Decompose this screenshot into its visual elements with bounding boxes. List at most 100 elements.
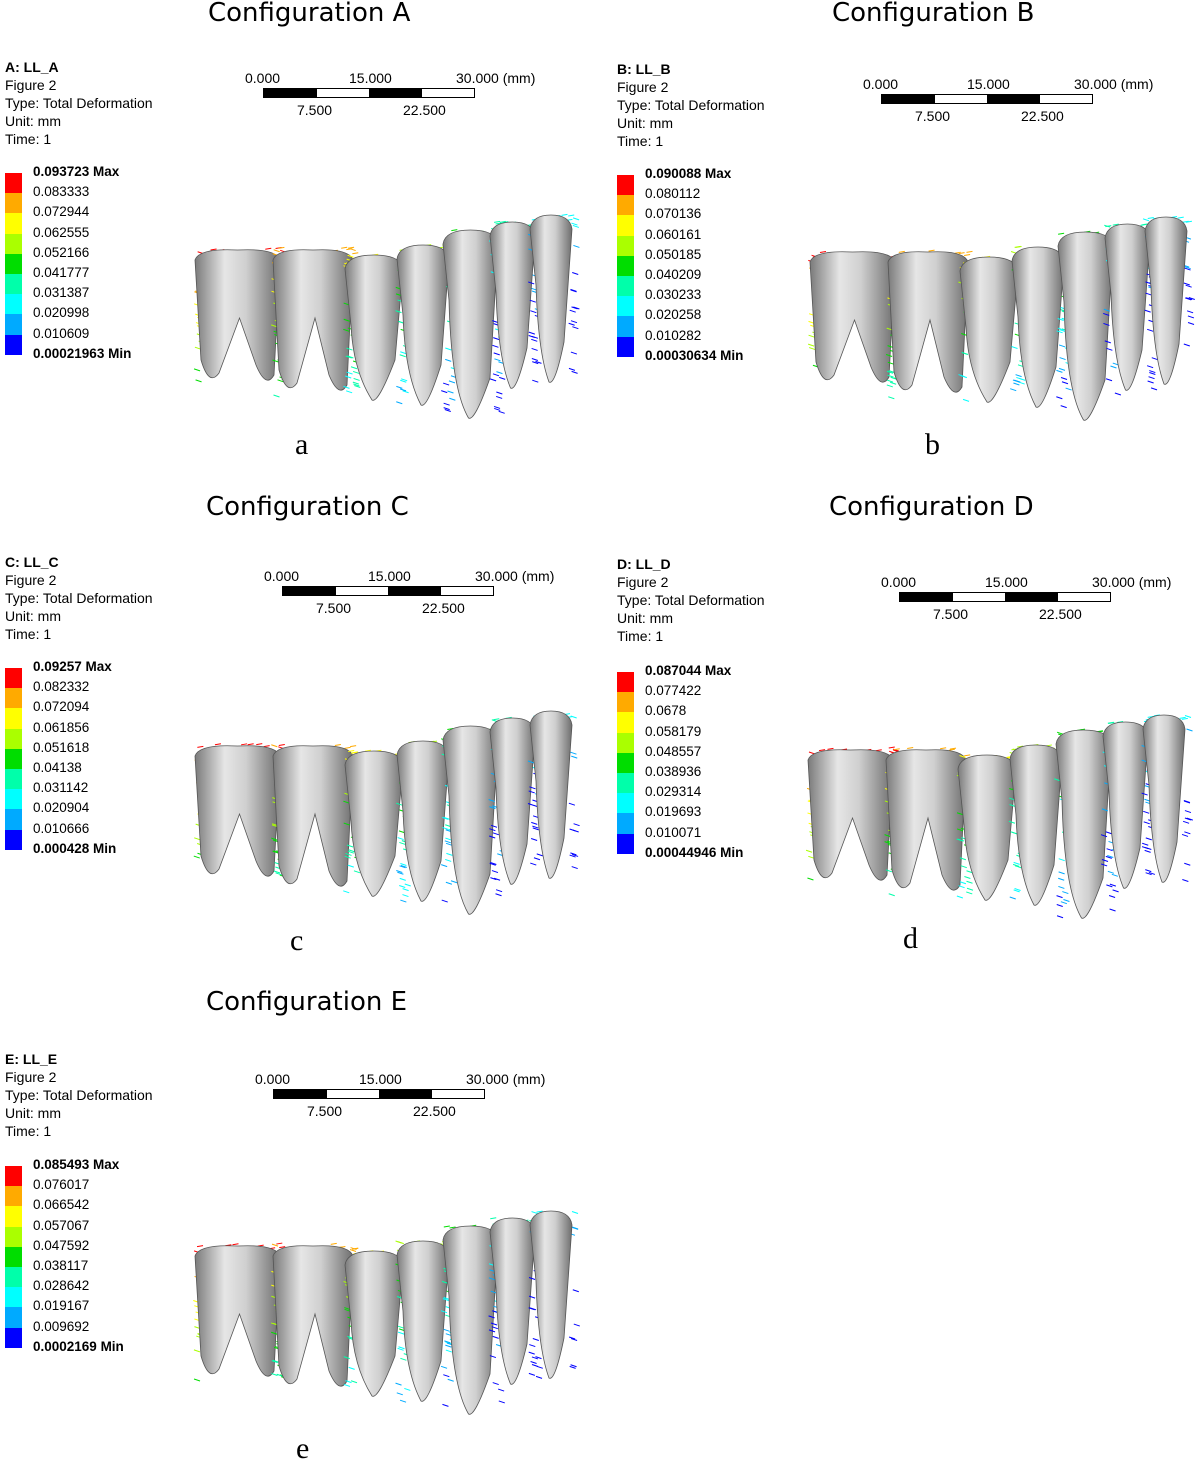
- deformation-arrow: [445, 858, 452, 862]
- deformation-arrow: [491, 870, 499, 874]
- legend-swatch: [617, 752, 634, 773]
- legend-swatch: [617, 175, 634, 196]
- deformation-arrow: [1013, 861, 1020, 865]
- legend-swatch: [5, 314, 22, 335]
- deformation-arrow: [492, 1382, 499, 1386]
- scale-segment: [379, 1090, 432, 1098]
- legend-swatch: [617, 215, 634, 236]
- deformation-arrow: [532, 379, 539, 383]
- legend-value: 0.090088 Max: [645, 166, 732, 181]
- deformation-arrow: [1009, 896, 1016, 900]
- legend-swatch: [5, 1186, 22, 1207]
- deformation-arrow: [531, 1211, 538, 1215]
- deformation-arrow: [247, 743, 254, 746]
- deformation-arrow: [489, 806, 496, 810]
- deformation-arrow: [531, 1356, 539, 1360]
- legend-value: 0.066542: [33, 1197, 90, 1213]
- deformation-arrow: [350, 1380, 358, 1384]
- deformation-arrow: [1149, 370, 1156, 374]
- deformation-arrow: [573, 823, 580, 827]
- deformation-arrow: [345, 1380, 352, 1384]
- deformation-arrow: [531, 338, 538, 342]
- deformation-arrow: [1111, 873, 1118, 877]
- tooth: [1009, 744, 1063, 906]
- deformation-arrow: [496, 371, 503, 375]
- deformation-arrow: [275, 872, 282, 876]
- deformation-arrow: [330, 1242, 337, 1245]
- tooth: [442, 1225, 499, 1415]
- legend-swatch: [617, 255, 634, 276]
- deformation-arrow: [1057, 318, 1064, 321]
- deformation-arrow: [884, 841, 891, 845]
- deformation-arrow: [568, 1336, 576, 1340]
- tooth: [442, 229, 499, 419]
- teeth-model: [805, 714, 1193, 919]
- deformation-arrow: [890, 376, 897, 380]
- deformation-arrow: [1148, 376, 1155, 380]
- legend-swatch: [5, 1266, 22, 1288]
- deformation-arrow: [956, 895, 964, 899]
- tooth: [396, 244, 450, 406]
- teeth-model: [193, 710, 580, 915]
- deformation-arrow: [1112, 889, 1119, 893]
- tooth: [272, 249, 354, 391]
- deformation-arrow: [1182, 220, 1189, 223]
- legend-value: 0.09257 Max: [33, 659, 112, 674]
- deformation-arrow: [569, 828, 576, 832]
- deformation-arrow: [353, 377, 360, 381]
- deformation-arrow: [966, 250, 973, 253]
- deformation-arrow: [450, 880, 458, 884]
- deformation-arrow: [1142, 842, 1149, 846]
- deformation-arrow: [1107, 870, 1114, 874]
- legend-swatch: [5, 809, 22, 830]
- deformation-arrow: [568, 367, 576, 371]
- legend-value: 0.04138: [33, 759, 82, 775]
- scale-segment: [987, 95, 1040, 103]
- scale-bar-segments: [263, 88, 475, 98]
- teeth-model: [193, 213, 580, 419]
- deformation-arrow: [210, 248, 217, 251]
- legend-value: 0.085493 Max: [33, 1157, 120, 1172]
- deformation-arrow: [1182, 878, 1189, 882]
- legend-value: 0.028642: [33, 1278, 90, 1294]
- deformation-arrow: [279, 1246, 286, 1249]
- scale-label: 15.000: [967, 76, 1010, 92]
- deformation-arrow: [532, 825, 539, 829]
- deformation-arrow: [528, 1372, 536, 1376]
- legend-value: 0.020904: [33, 800, 90, 816]
- deformation-arrow: [350, 745, 357, 748]
- deformation-arrow: [348, 849, 355, 853]
- deformation-arrow: [493, 352, 500, 356]
- deformation-arrow: [570, 1364, 577, 1368]
- deformation-arrow: [531, 1364, 539, 1367]
- scale-segment: [1005, 593, 1058, 601]
- scale-bar-segments: [282, 586, 494, 596]
- deformation-arrow: [1014, 888, 1021, 891]
- deformation-arrow: [1062, 891, 1069, 895]
- deformation-arrow: [966, 880, 973, 884]
- legend-value: 0.038936: [645, 763, 702, 779]
- panel-letter: b: [925, 428, 940, 461]
- deformation-arrow: [528, 1276, 536, 1280]
- scale-label: 0.000: [255, 1071, 291, 1087]
- deformation-arrow: [819, 250, 827, 253]
- tooth: [272, 745, 354, 887]
- deformation-arrow: [1150, 387, 1158, 391]
- deformation-arrow: [1105, 855, 1112, 859]
- deformation-arrow: [344, 1308, 351, 1312]
- info-line: Type: Total Deformation: [617, 97, 765, 113]
- legend-value: 0.019693: [645, 804, 702, 820]
- legend-swatch: [5, 273, 22, 295]
- scale-label: 22.500: [413, 1103, 456, 1119]
- panel-letter: c: [290, 924, 304, 957]
- panel-title: Configuration D: [829, 492, 1034, 522]
- deformation-arrow: [345, 852, 352, 856]
- deformation-arrow: [1013, 382, 1020, 386]
- deformation-arrow: [444, 840, 451, 844]
- deformation-arrow: [490, 824, 498, 828]
- deformation-arrow: [441, 390, 448, 394]
- deformation-arrow: [530, 310, 537, 314]
- deformation-arrow: [571, 1226, 579, 1230]
- deformation-arrow: [888, 746, 895, 749]
